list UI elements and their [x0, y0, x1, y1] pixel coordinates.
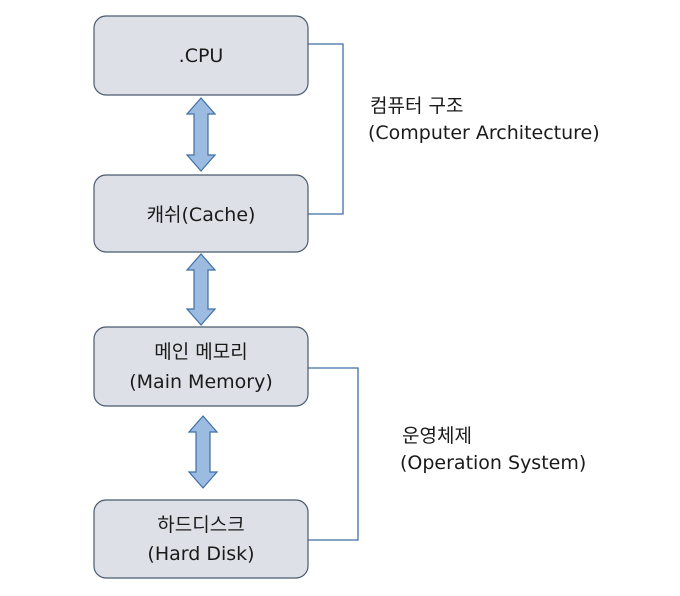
hard-disk-label-en: (Hard Disk): [147, 543, 254, 565]
computer-architecture-bracket: [308, 43, 344, 215]
computer-architecture-label-en: (Computer Architecture): [368, 122, 600, 144]
computer-architecture-label-ko: 컴퓨터 구조: [370, 95, 463, 117]
operating-system-bracket: [308, 367, 359, 541]
main-memory-box: 메인 메모리 (Main Memory): [93, 326, 309, 407]
operating-system-label-ko: 운영체제: [402, 425, 472, 447]
cache-memory-arrow: [185, 253, 217, 326]
cpu-cache-arrow: [185, 97, 217, 172]
main-memory-label-en: (Main Memory): [129, 371, 273, 393]
memory-disk-arrow: [187, 415, 219, 489]
cache-box: 캐쉬(Cache): [93, 174, 309, 253]
operating-system-label: 운영체제 (Operation System): [400, 425, 586, 474]
cache-label: 캐쉬(Cache): [147, 204, 256, 226]
cpu-box: .CPU: [93, 15, 309, 96]
hard-disk-label-ko: 하드디스크: [157, 514, 244, 536]
computer-architecture-label: 컴퓨터 구조 (Computer Architecture): [368, 95, 600, 144]
operating-system-label-en: (Operation System): [400, 452, 586, 474]
main-memory-label-ko: 메인 메모리: [154, 341, 247, 363]
cpu-label: .CPU: [179, 45, 224, 67]
hard-disk-box: 하드디스크 (Hard Disk): [93, 499, 309, 579]
